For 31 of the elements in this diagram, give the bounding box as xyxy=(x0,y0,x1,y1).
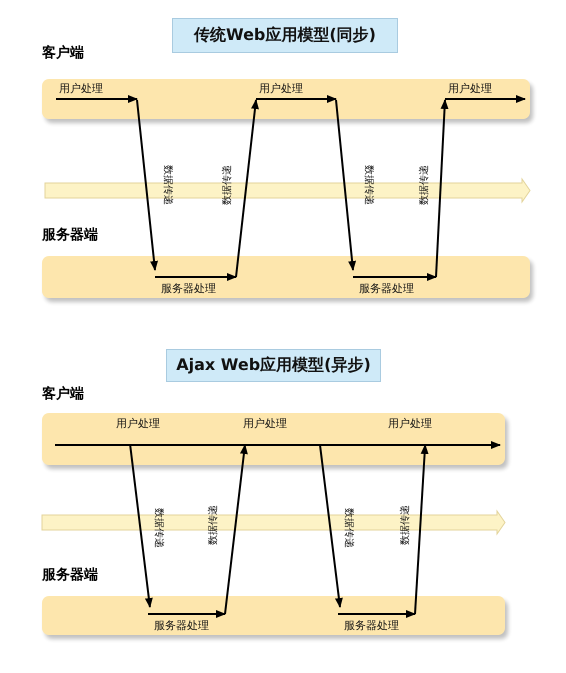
edge-label: 数据传递 xyxy=(208,505,220,545)
arrow xyxy=(136,100,158,271)
lane-heading: 服务器端 xyxy=(42,566,98,584)
process-label: 用户处理 xyxy=(388,417,432,430)
process-label: 用户处理 xyxy=(59,82,103,95)
edge-label: 数据传递 xyxy=(400,505,412,545)
process-label: 服务器处理 xyxy=(359,282,414,295)
title-box: Ajax Web应用模型(异步) xyxy=(166,349,381,382)
process-label: 用户处理 xyxy=(259,82,303,95)
title-box: 传统Web应用模型(同步) xyxy=(172,18,398,53)
arrow xyxy=(224,444,248,614)
edge-label: 数据传递 xyxy=(222,165,234,205)
process-label: 用户处理 xyxy=(448,82,492,95)
lane-heading: 服务器端 xyxy=(42,226,98,244)
arrow xyxy=(319,444,343,608)
process-label: 用户处理 xyxy=(116,417,160,430)
edge-label: 数据传递 xyxy=(342,508,354,548)
arrow xyxy=(129,444,153,608)
edge-label: 数据传递 xyxy=(362,165,374,205)
process-label: 用户处理 xyxy=(243,417,287,430)
lane-heading: 客户端 xyxy=(42,44,84,62)
arrow xyxy=(435,99,449,278)
process-label: 服务器处理 xyxy=(154,619,209,632)
arrow xyxy=(414,444,429,614)
process-label: 服务器处理 xyxy=(161,282,216,295)
process-label: 服务器处理 xyxy=(344,619,399,632)
edge-label: 数据传递 xyxy=(161,165,173,205)
edge-label: 数据传递 xyxy=(152,508,164,548)
lane-heading: 客户端 xyxy=(42,385,84,403)
arrow xyxy=(335,100,356,271)
edge-label: 数据传递 xyxy=(419,165,431,205)
